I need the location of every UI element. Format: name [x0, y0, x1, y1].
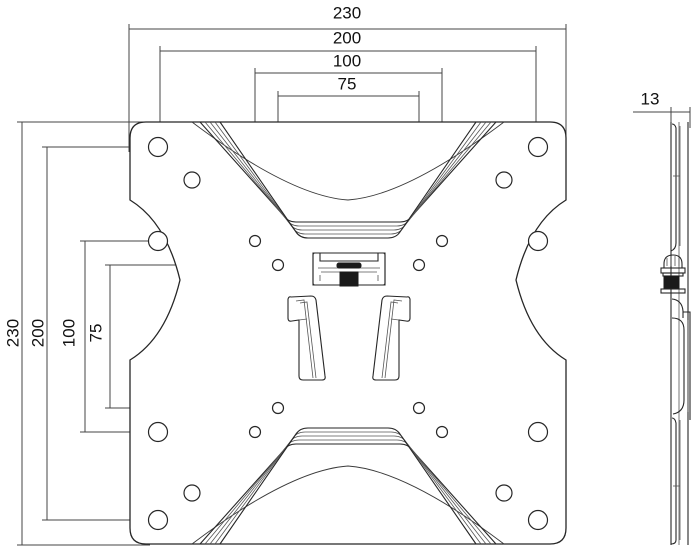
hole-large-br: [527, 509, 549, 531]
hole-large-tl: [147, 136, 169, 158]
hole-medium-tl: [183, 171, 201, 189]
hole-small-bl-75: [271, 401, 285, 415]
hole-small-tr-100: [435, 234, 449, 248]
hole-large-bl: [147, 509, 169, 531]
hole-small-bl-100: [248, 425, 262, 439]
side-hook-detail: [671, 298, 691, 420]
side-view-group: [633, 107, 691, 545]
dimension-230-vertical: [17, 121, 150, 546]
right-hook-claw: [372, 295, 411, 381]
hole-small-tr-75: [412, 258, 426, 272]
hole-large-ml: [147, 230, 169, 252]
hole-large-mr: [527, 230, 549, 252]
hole-large-tr: [527, 136, 549, 158]
hole-large-mr2: [527, 421, 549, 443]
hole-small-br-100: [435, 425, 449, 439]
center-latch-bracket: [312, 252, 386, 287]
hole-medium-bl: [183, 484, 201, 502]
hole-pattern: [147, 136, 549, 531]
hole-small-tl-75: [271, 258, 285, 272]
dimension-13-side: [633, 107, 691, 128]
side-latch-detail: [660, 254, 686, 294]
left-hook-claw: [287, 295, 326, 381]
bottom-rib-channel: [191, 427, 505, 545]
hole-large-ml2: [147, 421, 169, 443]
hole-small-br-75: [412, 401, 426, 415]
hole-small-tl-100: [248, 234, 262, 248]
top-rib-channel: [191, 121, 505, 239]
mounting-plate-outline: [129, 121, 567, 545]
hole-medium-br: [495, 484, 513, 502]
dimension-230-horizontal: [128, 24, 567, 152]
hole-medium-tr: [495, 171, 513, 189]
